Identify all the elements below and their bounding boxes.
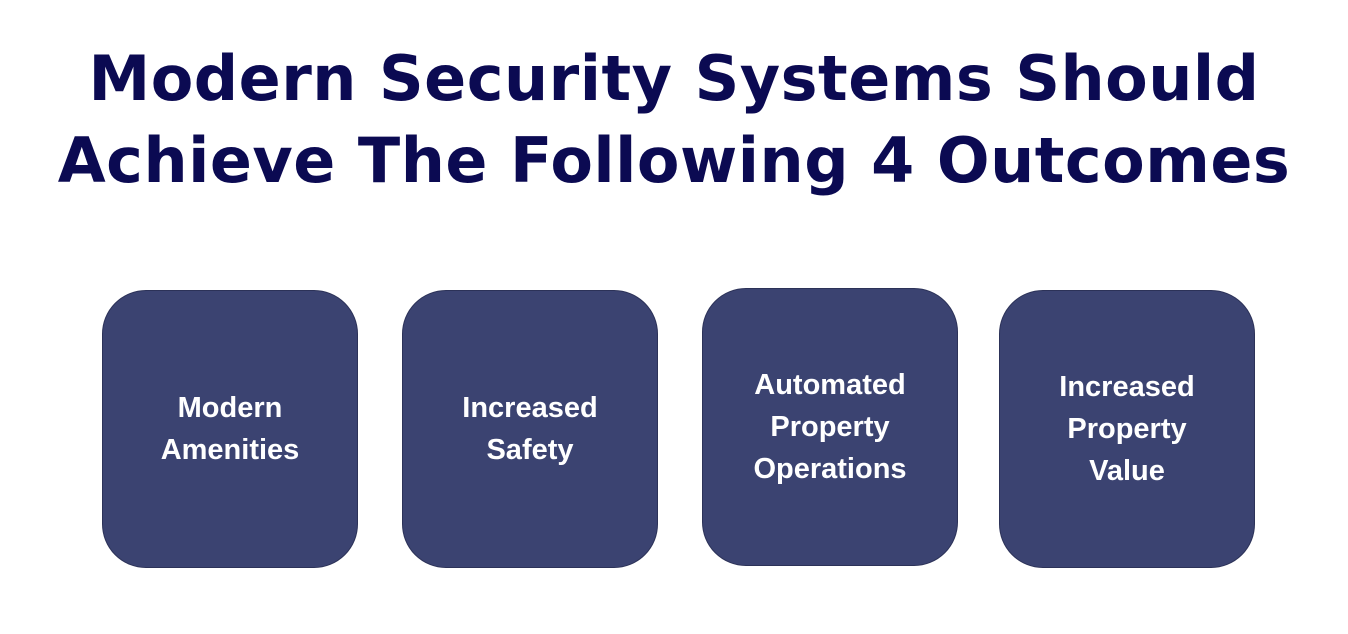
title-line-1: Modern Security Systems Should xyxy=(88,42,1260,115)
outcome-label: Increased Safety xyxy=(462,392,598,466)
outcome-box-automated-property-operations: Automated Property Operations xyxy=(702,288,958,566)
page-title: Modern Security Systems Should Achieve T… xyxy=(0,38,1348,202)
outcome-box-increased-property-value: Increased Property Value xyxy=(999,290,1255,568)
outcome-box-modern-amenities: Modern Amenities xyxy=(102,290,358,568)
outcome-box-increased-safety: Increased Safety xyxy=(402,290,658,568)
outcome-label: Increased Property Value xyxy=(1059,371,1195,487)
title-line-2: Achieve The Following 4 Outcomes xyxy=(57,124,1291,197)
outcome-label: Modern Amenities xyxy=(160,392,300,466)
outcome-label: Automated Property Operations xyxy=(753,369,907,485)
